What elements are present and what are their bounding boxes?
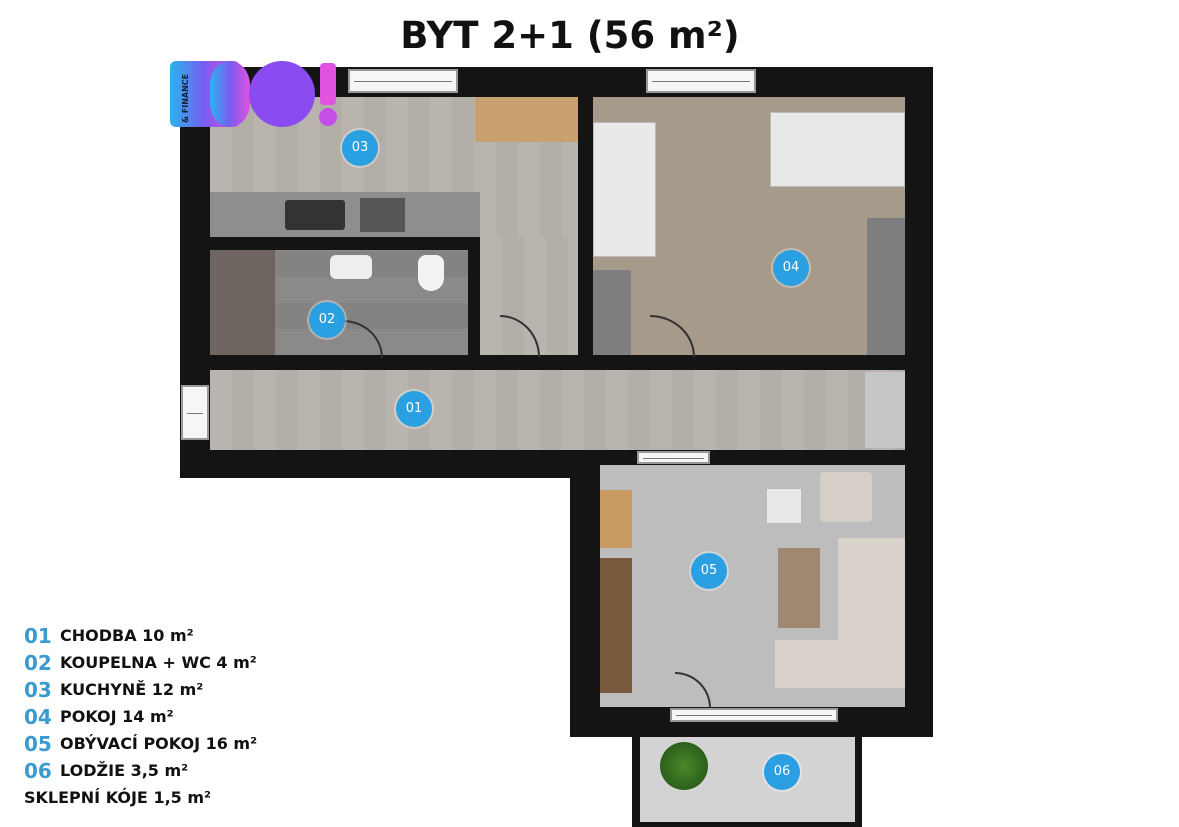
legend-area: 10 m² xyxy=(142,626,194,645)
tv-stand xyxy=(600,558,632,693)
bed-single xyxy=(593,122,656,257)
room-badge-01: 01 xyxy=(396,391,432,427)
legend-area: 3,5 m² xyxy=(130,761,189,780)
legend-area: 1,5 m² xyxy=(153,788,212,807)
kitchen-counter xyxy=(210,192,480,237)
room-badge-05: 05 xyxy=(691,553,727,589)
legend-area: 4 m² xyxy=(216,653,257,672)
armchair xyxy=(820,472,872,522)
legend-item: 04 POKOJ 14 m² xyxy=(24,703,257,730)
legend-number: 05 xyxy=(24,731,52,756)
legend-number: 04 xyxy=(24,704,52,729)
legend-number: 01 xyxy=(24,623,52,648)
room-badge-04: 04 xyxy=(773,250,809,286)
plant xyxy=(660,742,708,790)
room-badge-03: 03 xyxy=(342,130,378,166)
entrance-door xyxy=(181,385,209,440)
legend-name: SKLEPNÍ KÓJE xyxy=(24,788,148,807)
legend-name: POKOJ xyxy=(60,707,117,726)
sofa-chaise xyxy=(775,640,905,688)
legend-name: CHODBA xyxy=(60,626,137,645)
window xyxy=(670,708,838,722)
legend-area: 16 m² xyxy=(205,734,258,753)
page-title: BYT 2+1 (56 m²) xyxy=(400,14,740,57)
wardrobe xyxy=(593,270,631,355)
bathtub-area xyxy=(210,250,275,355)
legend-number: 02 xyxy=(24,650,52,675)
window xyxy=(348,69,458,93)
legend-item: 06 LODŽIE 3,5 m² xyxy=(24,757,257,784)
legend-number: 03 xyxy=(24,677,52,702)
legend-name: OBÝVACÍ POKOJ xyxy=(60,734,201,753)
legend-area: 12 m² xyxy=(151,680,204,699)
window xyxy=(637,451,710,464)
room-badge-02: 02 xyxy=(309,302,345,338)
legend-item: 05 OBÝVACÍ POKOJ 16 m² xyxy=(24,730,257,757)
legend-name: KOUPELNA + WC xyxy=(60,653,211,672)
sink xyxy=(360,198,405,232)
svg-text:& FINANCE: & FINANCE xyxy=(181,74,190,123)
room-legend: 01 CHODBA 10 m² 02 KOUPELNA + WC 4 m² 03 KU… xyxy=(24,622,257,811)
closet xyxy=(865,372,905,448)
legend-name: LODŽIE xyxy=(60,761,125,780)
coffee-table xyxy=(778,548,820,628)
bed-double xyxy=(770,112,905,187)
brand-logo: & FINANCE xyxy=(170,61,340,127)
room-badge-06: 06 xyxy=(764,754,800,790)
legend-number: 06 xyxy=(24,758,52,783)
legend-item-cellar: SKLEPNÍ KÓJE 1,5 m² xyxy=(24,784,257,811)
legend-item: 01 CHODBA 10 m² xyxy=(24,622,257,649)
stove xyxy=(285,200,345,230)
desk xyxy=(867,218,905,355)
shelf xyxy=(600,490,632,548)
legend-item: 02 KOUPELNA + WC 4 m² xyxy=(24,649,257,676)
washbasin xyxy=(330,255,372,279)
legend-name: KUCHYNĚ xyxy=(60,680,147,699)
dining-table xyxy=(475,97,578,142)
room-corridor xyxy=(210,370,905,450)
side-table xyxy=(766,488,802,524)
window xyxy=(646,69,756,93)
toilet xyxy=(418,255,444,291)
legend-area: 14 m² xyxy=(122,707,174,726)
legend-item: 03 KUCHYNĚ 12 m² xyxy=(24,676,257,703)
